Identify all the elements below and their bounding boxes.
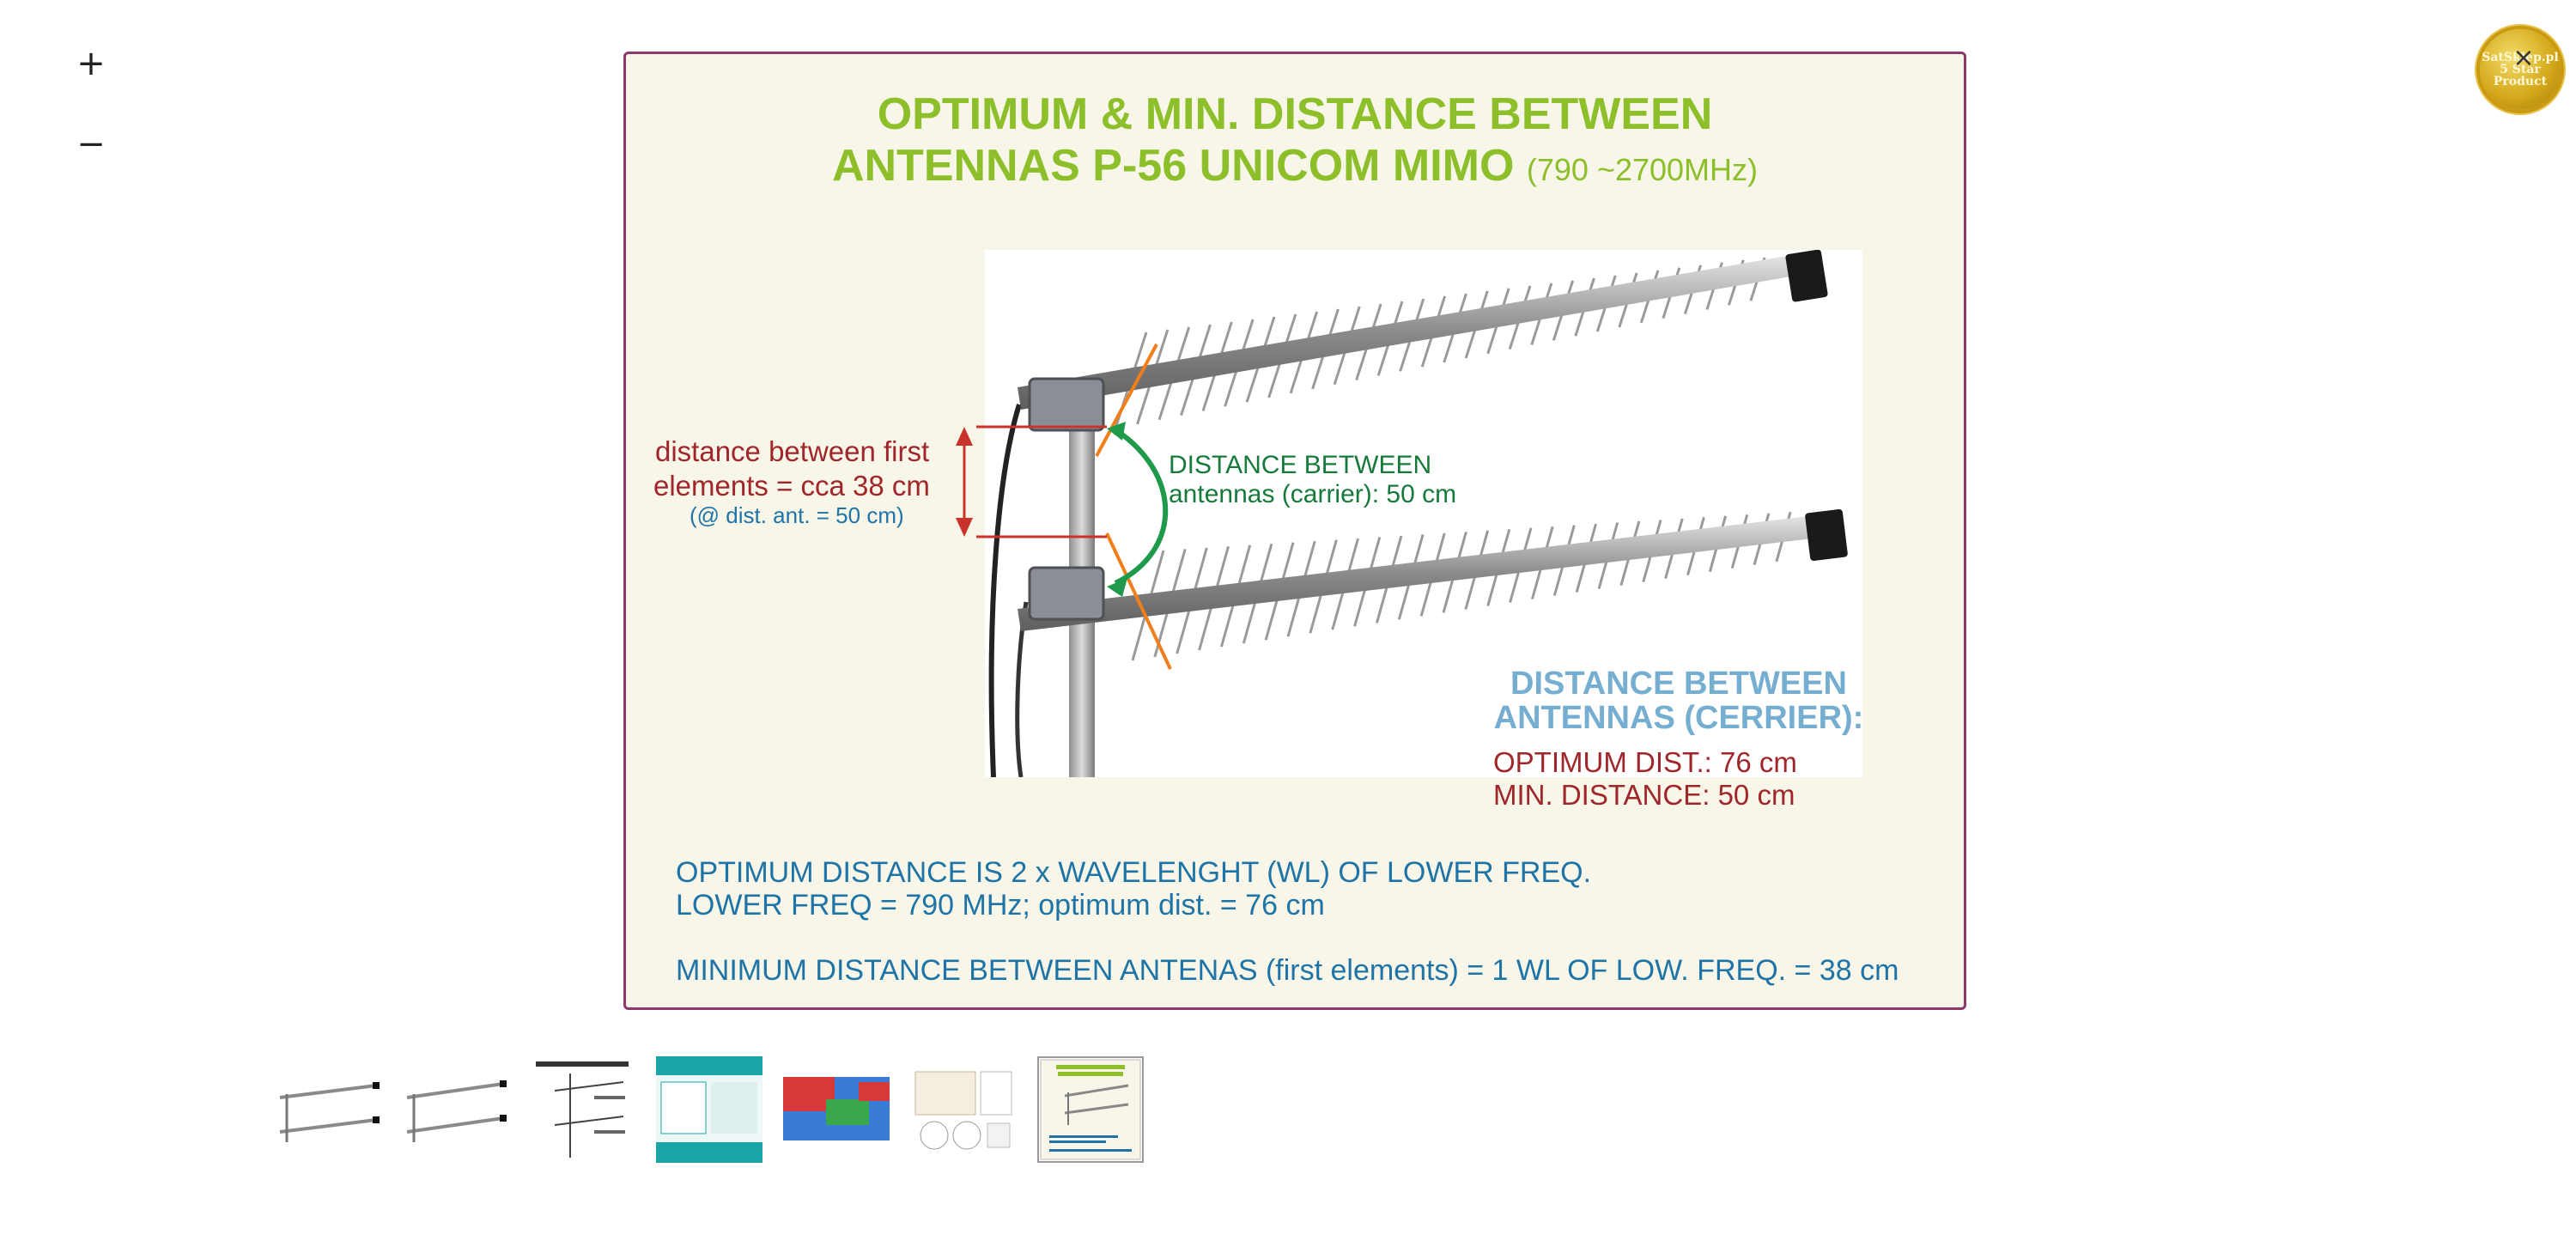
zoom-out-button[interactable]: −	[76, 125, 106, 164]
slide-thumbnail-icon	[1040, 1059, 1141, 1160]
radiation-pattern-thumbnail-icon	[914, 1071, 1012, 1150]
thumbnail-4[interactable]	[656, 1056, 762, 1163]
top-first-element-marker	[1095, 344, 1158, 457]
optimum-distance-label: OPTIMUM DIST.: 76 cm	[1493, 746, 1797, 778]
cerrier-heading: ANTENNAS (CERRIER):	[1493, 700, 1864, 736]
carrier-distance-label: DISTANCE BETWEEN	[1169, 451, 1432, 479]
top-antenna-boom	[1018, 255, 1795, 410]
antenna-illustration	[988, 250, 1848, 777]
frequency-range: (790 ~2700MHz)	[1526, 152, 1759, 187]
bottom-first-element-marker	[1105, 532, 1172, 670]
dimension-arrowhead	[956, 427, 973, 446]
cable	[988, 404, 1022, 777]
dimension-arrowhead	[956, 518, 973, 537]
bottom-mount-bracket	[1028, 566, 1105, 621]
slide-title-text: ANTENNAS P-56 UNICOM MIMO	[831, 141, 1515, 191]
slide-title-line-1: OPTIMUM & MIN. DISTANCE BETWEEN	[877, 89, 1713, 139]
antenna-thumbnail-icon	[279, 1082, 380, 1142]
first-elements-distance-label: elements = cca 38 cm	[653, 470, 930, 502]
explanation-line: LOWER FREQ = 790 MHz; optimum dist. = 76…	[676, 889, 1325, 921]
carrier-distance-label: antennas (carrier): 50 cm	[1169, 480, 1457, 508]
arc-arrowhead	[1107, 578, 1127, 597]
antenna-photo	[985, 250, 1862, 777]
explanation-line: OPTIMUM DISTANCE IS 2 x WAVELENGHT (WL) …	[676, 856, 1592, 889]
five-star-product-badge: SatSklep.pl 5 Star Product	[2480, 29, 2561, 110]
spec-sheet-thumbnail-icon	[656, 1056, 762, 1163]
carrier-distance-arc	[1112, 426, 1169, 586]
badge-line: 5 Star	[2500, 63, 2541, 76]
thumbnail-2[interactable]	[402, 1056, 508, 1163]
bottom-antenna-boom	[1018, 516, 1813, 631]
close-button[interactable]: ×	[2512, 42, 2535, 73]
badge-line: SatSklep.pl	[2482, 51, 2559, 64]
top-mount-bracket	[1028, 377, 1105, 432]
first-elements-distance-label: distance between first	[655, 435, 930, 467]
zoom-in-button[interactable]: +	[76, 44, 106, 83]
first-elements-distance-note: (@ dist. ant. = 50 cm)	[690, 502, 904, 528]
slide-title-line-2: ANTENNAS P-56 UNICOM MIMO (790 ~2700MHz)	[626, 140, 1964, 196]
badge-line: Product	[2493, 75, 2548, 88]
thumbnail-1[interactable]	[275, 1056, 381, 1163]
product-image-slide: OPTIMUM & MIN. DISTANCE BETWEEN ANTENNAS…	[623, 52, 1966, 1010]
coverage-map-thumbnail-icon	[783, 1077, 890, 1140]
cerrier-heading: DISTANCE BETWEEN	[1510, 666, 1847, 702]
top-antenna-end-cap	[1785, 250, 1828, 302]
diagram-thumbnail-icon	[536, 1061, 629, 1158]
minimum-distance-label: MIN. DISTANCE: 50 cm	[1493, 779, 1795, 811]
explanation-line: MINIMUM DISTANCE BETWEEN ANTENAS (first …	[676, 954, 1899, 987]
first-element-dimension	[956, 425, 1107, 538]
arc-arrowhead	[1107, 422, 1126, 441]
thumbnail-5[interactable]	[783, 1056, 890, 1163]
antenna-thumbnail-icon	[406, 1080, 507, 1142]
thumbnail-6[interactable]	[910, 1056, 1017, 1163]
thumbnail-7-selected[interactable]	[1037, 1056, 1144, 1163]
bottom-antenna-end-cap	[1805, 508, 1848, 562]
thumbnail-3[interactable]	[529, 1056, 635, 1163]
